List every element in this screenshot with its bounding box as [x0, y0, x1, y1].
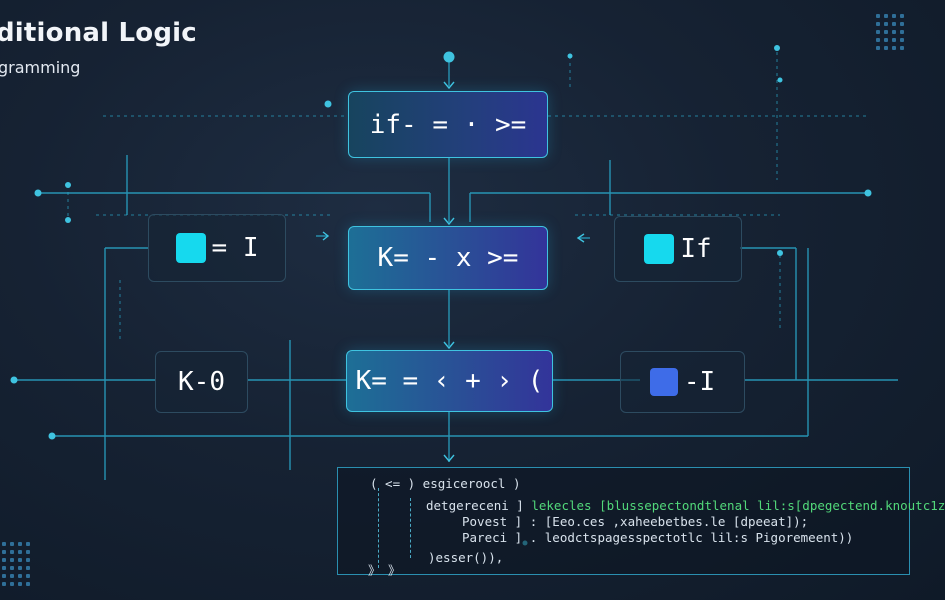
side-node-left-lower[interactable]: K-0	[155, 351, 248, 413]
code-line: Pareci ] . leodctspagesspectotlc lil:s P…	[462, 530, 854, 545]
code-line: detgereceni ] lekecles [blussepectondtle…	[426, 498, 945, 513]
flow-node-top[interactable]: if- = · >=	[348, 91, 548, 158]
corner-dot-grid	[2, 542, 30, 586]
side-node-right-lower[interactable]: -I	[620, 351, 745, 413]
side-node-right-lower-label: -I	[683, 367, 716, 397]
flow-node-middle[interactable]: K= - x >=	[348, 226, 548, 290]
connector-layer	[10, 45, 898, 546]
indent-guide	[378, 488, 379, 568]
flow-node-bottom-label: K= = ‹ + › (	[355, 366, 544, 396]
code-line: 》 》	[368, 563, 401, 578]
side-node-left-upper[interactable]: = I	[148, 214, 286, 282]
side-node-right-upper[interactable]: If	[614, 216, 742, 282]
code-panel: ( <= ) esgiceroocl ) detgereceni ] lekec…	[337, 467, 945, 578]
flow-node-middle-label: K= - x >=	[377, 243, 519, 273]
side-node-left-upper-label: = I	[211, 233, 259, 263]
indent-guide	[410, 498, 411, 558]
code-line: Povest ] : [Eeo.ces ,xaheebetbes.le [dpe…	[462, 514, 809, 529]
page-subtitle: gramming	[0, 58, 81, 77]
code-line: ( <= ) esgiceroocl )	[370, 476, 521, 491]
flow-node-top-label: if- = · >=	[369, 109, 527, 140]
code-token-keyword: lekecles	[531, 498, 592, 513]
code-token: detgereceni ]	[426, 498, 532, 513]
page-title: ditional Logic	[0, 18, 197, 48]
corner-dot-grid	[876, 14, 904, 50]
side-node-left-lower-label: K-0	[178, 367, 225, 397]
blue-square-icon	[649, 368, 678, 396]
code-token: [blussepectondtlenal lil:s[dpegectend.kn…	[591, 498, 945, 513]
flow-node-bottom[interactable]: K= = ‹ + › (	[346, 350, 553, 412]
cyan-square-icon	[644, 234, 675, 264]
side-node-right-upper-label: If	[680, 234, 712, 264]
cyan-square-icon	[175, 233, 206, 263]
code-line: )esser()),	[428, 550, 504, 565]
